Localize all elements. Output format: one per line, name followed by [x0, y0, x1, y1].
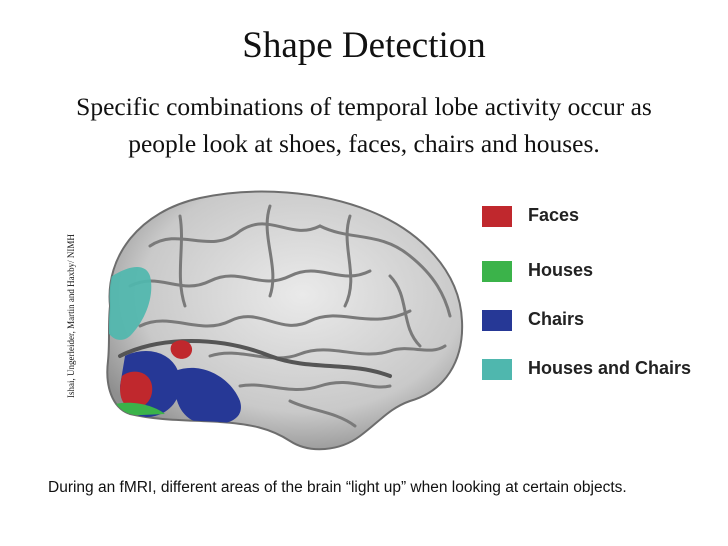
brain-illustration [106, 190, 464, 451]
faces-region-upper [170, 340, 193, 359]
legend-label-faces: Faces [528, 205, 580, 225]
caption: During an fMRI, different areas of the b… [48, 479, 627, 496]
slide-subtitle: Specific combinations of temporal lobe a… [76, 92, 652, 158]
chairs-region-front [175, 367, 241, 425]
faces-region-fusiform [120, 371, 153, 409]
slide-title: Shape Detection [242, 25, 486, 66]
activation-regions [107, 267, 241, 425]
houses-and-chairs-region [107, 267, 152, 340]
legend-swatch-faces [482, 206, 512, 227]
legend-swatch-chairs [482, 310, 512, 331]
houses-region [115, 402, 165, 416]
legend-swatch-houses-and-chairs [482, 359, 512, 380]
legend-swatch-houses [482, 261, 512, 282]
legend-label-chairs: Chairs [528, 309, 585, 329]
image-credit: Ishai, Ungerleider, Martin and Haxby/ NI… [66, 234, 76, 398]
legend-label-houses: Houses [528, 260, 594, 280]
legend-label-houses-and-chairs: Houses and Chairs [528, 358, 692, 378]
